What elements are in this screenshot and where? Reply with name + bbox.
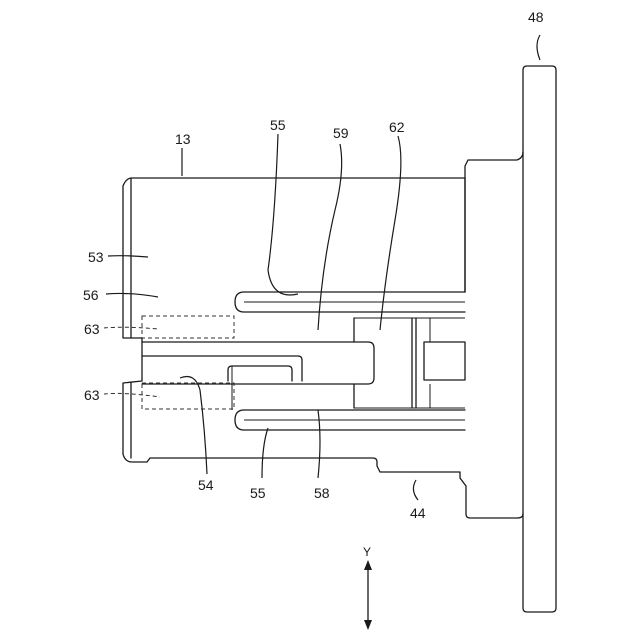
- leader-62: [380, 136, 401, 330]
- label-56: 56: [83, 287, 99, 303]
- y-arrow-down-icon: [364, 620, 372, 630]
- label-55-top: 55: [270, 117, 286, 133]
- base-block-upper: [465, 152, 523, 292]
- label-59: 59: [333, 125, 349, 141]
- flange-48: [523, 66, 556, 612]
- label-63-bottom: 63: [84, 387, 100, 403]
- leader-53: [108, 256, 148, 257]
- leader-44: [413, 480, 418, 500]
- leader-48: [537, 35, 540, 60]
- label-58: 58: [314, 485, 330, 501]
- label-53: 53: [88, 249, 104, 265]
- label-54: 54: [198, 477, 214, 493]
- latch-window: [228, 366, 292, 381]
- leader-55-top: [268, 134, 298, 295]
- arm-59: [142, 342, 374, 384]
- label-55-bottom: 55: [250, 485, 266, 501]
- label-48: 48: [528, 9, 544, 25]
- housing-13: [123, 178, 465, 454]
- leader-54: [180, 377, 207, 475]
- channel-block: [424, 342, 465, 380]
- y-arrow-up-icon: [364, 560, 372, 570]
- leader-56: [106, 293, 158, 297]
- label-13: 13: [175, 131, 191, 147]
- label-63-top: 63: [84, 321, 100, 337]
- label-62: 62: [389, 119, 405, 135]
- latch-inner: [142, 356, 302, 381]
- leader-63-bottom: [104, 393, 160, 397]
- region-63-top: [142, 316, 234, 338]
- axis-label-y: Y: [363, 545, 371, 559]
- leader-55-bottom: [262, 428, 268, 478]
- label-44: 44: [410, 505, 426, 521]
